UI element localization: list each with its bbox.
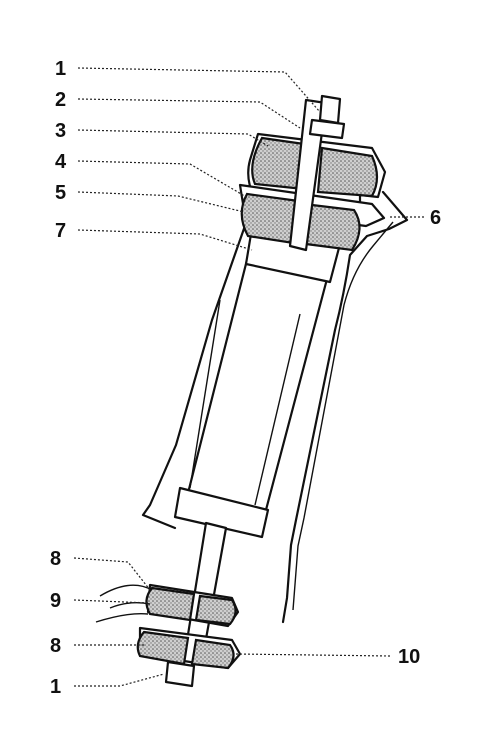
body-panel xyxy=(141,190,409,624)
callout-9: 9 xyxy=(50,590,61,612)
callout-1-top: 1 xyxy=(55,58,66,80)
upper-mount xyxy=(238,94,387,252)
callout-10: 10 xyxy=(398,646,420,668)
upper-rubber-right xyxy=(316,146,379,198)
callout-3: 3 xyxy=(55,120,66,142)
lower-collar xyxy=(173,486,270,539)
lower-rubber-top-left xyxy=(145,586,196,622)
piston-rod-upper xyxy=(288,98,328,252)
lower-rubber-right xyxy=(304,203,361,252)
callout-6: 6 xyxy=(430,207,441,229)
lower-nut xyxy=(164,660,196,688)
leader-lines xyxy=(73,67,424,687)
lower-rubber-bottom-right xyxy=(190,638,235,670)
callout-7: 7 xyxy=(55,220,66,242)
callout-2: 2 xyxy=(55,89,66,111)
callout-8-top: 8 xyxy=(50,548,61,570)
lower-rubber-top-right xyxy=(194,594,237,626)
lower-rubber-bottom-left xyxy=(136,630,190,666)
callout-4: 4 xyxy=(55,151,67,173)
callout-1-bottom: 1 xyxy=(50,676,61,698)
piston-rod-lower xyxy=(184,521,228,652)
upper-stud xyxy=(318,94,342,125)
callouts: 1 2 3 4 5 6 7 8 9 8 10 1 xyxy=(50,58,441,698)
lower-mount xyxy=(95,583,242,688)
lower-bracket-lines xyxy=(95,584,153,623)
callout-8-bottom: 8 xyxy=(50,635,61,657)
callout-5: 5 xyxy=(55,182,66,204)
